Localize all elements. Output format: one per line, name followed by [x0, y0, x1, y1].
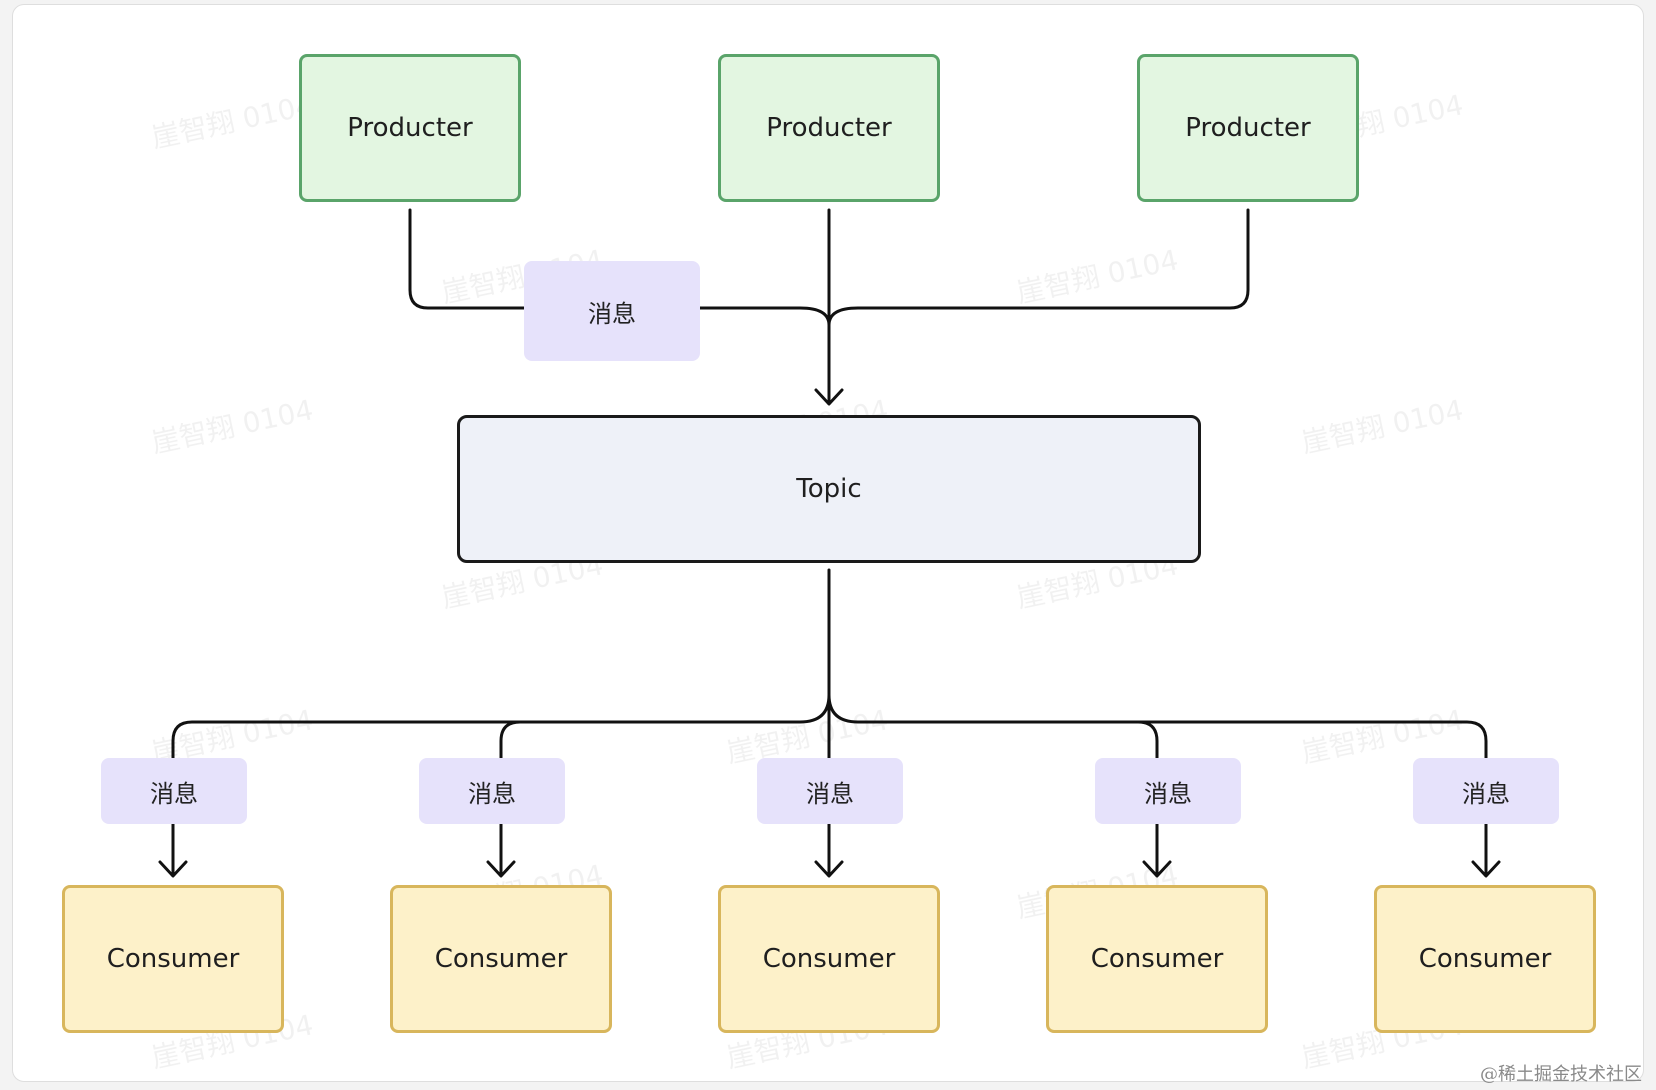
consumer-label: Consumer — [106, 944, 240, 974]
consumer-message-label-2: 消息 — [419, 758, 565, 824]
consumer-message-label-3: 消息 — [757, 758, 903, 824]
topic-node: Topic — [457, 415, 1201, 563]
consumer-label: Consumer — [762, 944, 896, 974]
producer-label: Producter — [1185, 113, 1311, 143]
consumer-message-label-1: 消息 — [101, 758, 247, 824]
consumer-label: Consumer — [1090, 944, 1224, 974]
consumer-node-2: Consumer — [390, 885, 612, 1033]
consumer-message-label-4: 消息 — [1095, 758, 1241, 824]
producer-node-3: Producter — [1137, 54, 1359, 202]
consumer-node-4: Consumer — [1046, 885, 1268, 1033]
consumer-message-label-5: 消息 — [1413, 758, 1559, 824]
producer-label: Producter — [347, 113, 473, 143]
producer-message-label: 消息 — [524, 261, 700, 361]
consumer-label: Consumer — [1418, 944, 1552, 974]
consumer-node-3: Consumer — [718, 885, 940, 1033]
producer-label: Producter — [766, 113, 892, 143]
producer-node-2: Producter — [718, 54, 940, 202]
producer-node-1: Producter — [299, 54, 521, 202]
consumer-node-5: Consumer — [1374, 885, 1596, 1033]
consumer-node-1: Consumer — [62, 885, 284, 1033]
footer-credit: @稀土掘金技术社区 — [1480, 1064, 1642, 1085]
topic-label: Topic — [796, 474, 862, 504]
consumer-label: Consumer — [434, 944, 568, 974]
